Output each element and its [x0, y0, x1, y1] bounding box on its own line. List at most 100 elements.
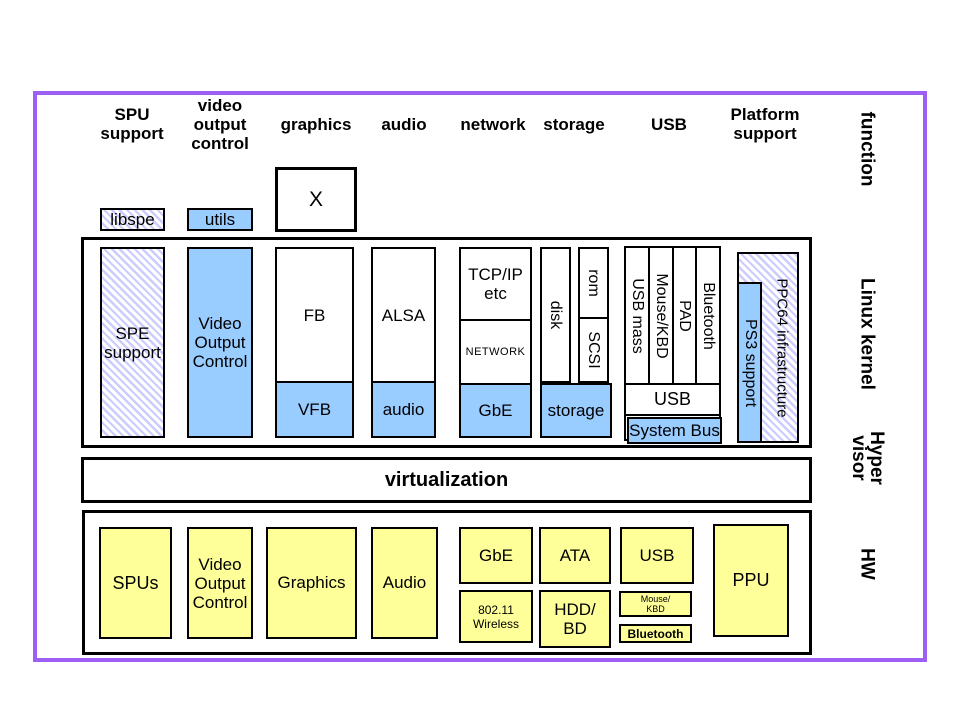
kernel-fb-label: FB: [303, 305, 326, 325]
kernel-network-section: NETWORK: [461, 321, 530, 385]
kernel-ps3-support-box: PS3 support: [737, 282, 762, 443]
hw-audio-box: Audio: [371, 527, 438, 639]
kernel-rom-box: rom: [578, 247, 609, 319]
kernel-audio-label: audio: [382, 400, 425, 419]
hw-bluetooth-box: Bluetooth: [619, 624, 692, 643]
header-storage-label: storage: [543, 114, 605, 134]
header-spu-support: SPU support: [92, 95, 172, 153]
kernel-disk-label: disk: [547, 300, 564, 330]
side-label-hw-text: HW: [856, 548, 878, 580]
header-graphics-label: graphics: [280, 114, 352, 134]
header-video-output-control-label: video output control: [191, 95, 249, 153]
kernel-scsi-box: SCSI: [578, 317, 609, 383]
libspe-label: libspe: [110, 210, 155, 229]
kernel-gbe-label: GbE: [478, 401, 513, 420]
virtualization-label: virtualization: [384, 468, 509, 491]
hw-graphics-box: Graphics: [266, 527, 357, 639]
hw-spus-label: SPUs: [112, 572, 159, 593]
hw-video-output-control-label: Video Output Control: [192, 554, 248, 612]
header-usb-label: USB: [651, 114, 687, 134]
kernel-vfb-label: VFB: [297, 400, 332, 419]
hw-ppu-label: PPU: [732, 570, 770, 590]
kernel-fb-column: FB VFB: [275, 247, 354, 438]
kernel-system-bus-wrap: System Bus: [626, 416, 722, 444]
hw-video-output-control-box: Video Output Control: [187, 527, 253, 639]
hw-mouse-kbd-label: Mouse/ KBD: [640, 594, 671, 614]
utils-label: utils: [204, 210, 236, 229]
header-audio-label: audio: [381, 114, 427, 134]
kernel-storage-box: storage: [540, 383, 612, 438]
kernel-spe-support-label: SPE support: [104, 323, 161, 362]
header-usb: USB: [619, 95, 719, 153]
hw-wireless-box: 802.11 Wireless: [459, 590, 533, 643]
kernel-usb-mass-box: USB mass: [626, 248, 650, 383]
hw-gbe-label: GbE: [478, 545, 514, 565]
side-label-hypervisor-text: Hyper visor: [848, 431, 887, 485]
kernel-mouse-kbd-label: Mouse/KBD: [652, 272, 670, 359]
kernel-usb-mass-label: USB mass: [628, 277, 646, 354]
kernel-ps3-support-label: PS3 support: [742, 318, 759, 408]
x-server-label: X: [308, 187, 323, 211]
diagram-outer-border: [33, 91, 927, 662]
side-label-hypervisor: Hyper visor: [848, 431, 887, 485]
header-storage: storage: [524, 95, 624, 153]
kernel-pad-label: PAD: [676, 299, 694, 332]
kernel-usb-group: USB mass Mouse/KBD PAD Bluetooth USB Sys…: [624, 246, 722, 444]
header-network-label: network: [460, 114, 526, 134]
side-label-function-text: function: [856, 111, 878, 187]
hw-hdd-bd-box: HDD/ BD: [539, 590, 611, 648]
hw-hdd-bd-label: HDD/ BD: [554, 600, 596, 638]
kernel-scsi-label: SCSI: [585, 331, 602, 369]
hw-ppu-box: PPU: [713, 524, 789, 637]
kernel-system-bus-label: System Bus: [629, 420, 720, 440]
kernel-spe-support-box: SPE support: [100, 247, 165, 438]
kernel-vfb-section: VFB: [277, 381, 352, 436]
kernel-gbe-section: GbE: [461, 385, 530, 436]
header-platform-support-label: Platform support: [730, 105, 800, 143]
hw-usb-label: USB: [639, 545, 675, 565]
kernel-pad-box: PAD: [674, 248, 698, 383]
side-label-linux-kernel: Linux kernel: [856, 278, 878, 390]
kernel-video-output-control-label: Video Output Control: [192, 314, 248, 371]
side-label-function: function: [856, 111, 878, 187]
kernel-rom-label: rom: [585, 269, 602, 297]
kernel-bluetooth-box: Bluetooth: [697, 248, 719, 383]
kernel-system-bus-box: System Bus: [627, 417, 722, 444]
kernel-usb-box: USB: [626, 385, 719, 416]
kernel-network-column: TCP/IP etc NETWORK GbE: [459, 247, 532, 438]
kernel-audio-section: audio: [373, 381, 434, 436]
kernel-fb-section: FB: [277, 249, 352, 381]
kernel-tcpip-label: TCP/IP etc: [468, 265, 523, 303]
hw-ata-label: ATA: [559, 545, 591, 565]
virtualization-box: virtualization: [81, 457, 812, 503]
header-video-output-control: video output control: [180, 95, 260, 153]
kernel-storage-label: storage: [547, 401, 605, 420]
kernel-mouse-kbd-box: Mouse/KBD: [650, 248, 674, 383]
hw-bluetooth-label: Bluetooth: [627, 626, 684, 641]
kernel-alsa-section: ALSA: [373, 249, 434, 381]
x-server-box: X: [275, 167, 357, 232]
kernel-tcpip-section: TCP/IP etc: [461, 249, 530, 321]
kernel-network-label: NETWORK: [465, 346, 526, 358]
hw-gbe-box: GbE: [459, 527, 533, 584]
hw-usb-box: USB: [620, 527, 694, 584]
utils-box: utils: [187, 208, 253, 231]
hw-wireless-label: 802.11 Wireless: [472, 602, 519, 631]
header-network: network: [443, 95, 543, 153]
libspe-box: libspe: [100, 208, 165, 231]
kernel-usb-label: USB: [653, 389, 691, 409]
kernel-alsa-label: ALSA: [381, 305, 426, 325]
header-graphics: graphics: [266, 95, 366, 153]
header-spu-support-label: SPU support: [100, 105, 164, 143]
kernel-video-output-control-box: Video Output Control: [187, 247, 253, 438]
hw-ata-box: ATA: [539, 527, 611, 584]
header-audio: audio: [354, 95, 454, 153]
side-label-linux-kernel-text: Linux kernel: [856, 278, 878, 390]
hw-graphics-label: Graphics: [277, 573, 346, 592]
kernel-usb-columns: USB mass Mouse/KBD PAD Bluetooth: [626, 248, 719, 385]
header-platform-support: Platform support: [715, 95, 815, 153]
kernel-disk-box: disk: [540, 247, 571, 383]
kernel-alsa-column: ALSA audio: [371, 247, 436, 438]
hw-mouse-kbd-box: Mouse/ KBD: [619, 591, 692, 617]
kernel-ppc64-label: PPC64 infrastructure: [773, 278, 791, 418]
